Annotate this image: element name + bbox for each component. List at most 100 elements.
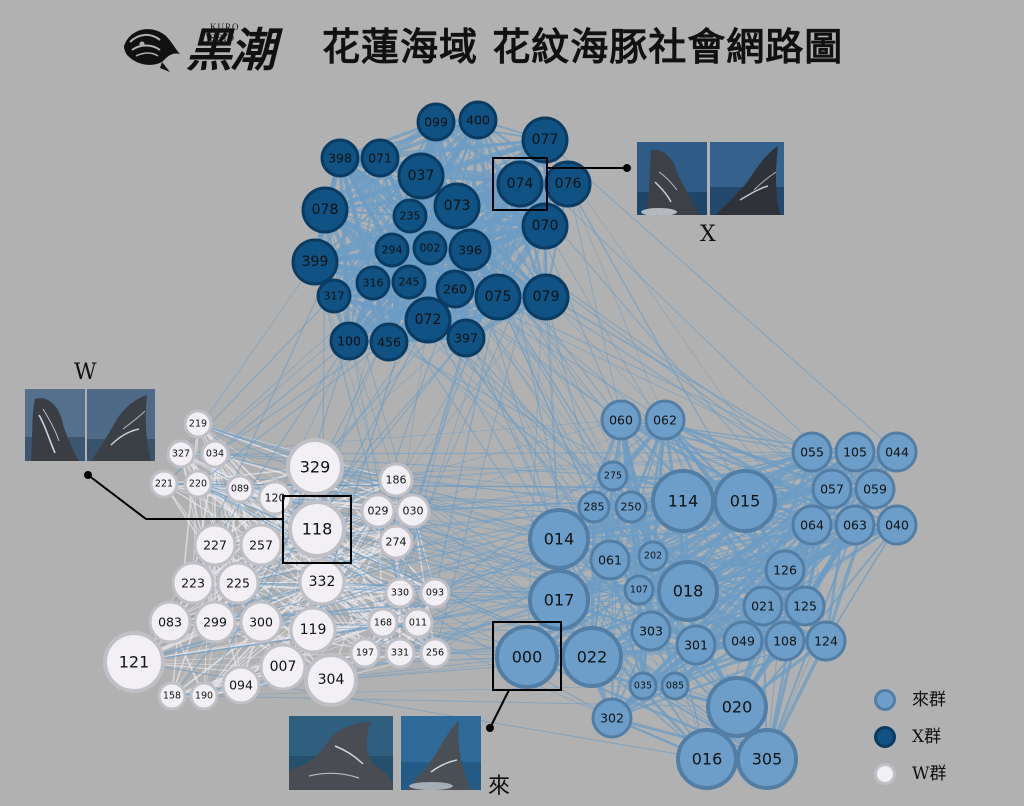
node-circle bbox=[448, 228, 492, 272]
node-227: 227 bbox=[193, 523, 237, 567]
node-circle bbox=[402, 607, 434, 639]
node-label: 017 bbox=[544, 591, 575, 610]
node-label: 002 bbox=[420, 242, 441, 255]
node-circle bbox=[259, 643, 307, 691]
node-label: 105 bbox=[843, 445, 867, 460]
node-073: 073 bbox=[433, 182, 481, 230]
node-circle bbox=[239, 523, 283, 567]
node-circle bbox=[637, 540, 669, 572]
node-circle bbox=[660, 671, 690, 701]
node-circle bbox=[316, 278, 352, 314]
node-label: 083 bbox=[158, 615, 182, 630]
node-circle bbox=[392, 198, 428, 234]
w-fin-photo-2 bbox=[87, 389, 155, 461]
node-circle bbox=[435, 269, 475, 309]
network-edge bbox=[214, 475, 614, 623]
network-edge bbox=[364, 183, 569, 654]
node-121: 121 bbox=[103, 631, 165, 693]
node-label: 257 bbox=[249, 538, 273, 553]
node-label: 021 bbox=[751, 599, 775, 614]
node-070: 070 bbox=[521, 202, 569, 250]
node-label: 302 bbox=[600, 711, 624, 726]
network-edge bbox=[427, 319, 644, 687]
legend-label-x: X群 bbox=[912, 727, 942, 747]
legend-swatch-x bbox=[874, 726, 896, 748]
node-circle bbox=[591, 697, 633, 739]
header: 黑潮 KURO SHIO 花蓮海域 花紋海豚社會網路圖 bbox=[0, 0, 1024, 92]
node-059: 059 bbox=[854, 468, 896, 510]
node-circle bbox=[374, 232, 410, 268]
node-circle bbox=[171, 561, 215, 605]
node-label: 079 bbox=[533, 289, 560, 305]
node-114: 114 bbox=[651, 469, 715, 533]
node-circle bbox=[183, 409, 213, 439]
network-edge bbox=[180, 419, 622, 455]
node-label: 305 bbox=[752, 750, 783, 769]
node-circle bbox=[384, 577, 416, 609]
node-017: 017 bbox=[528, 569, 590, 631]
highlight-box-lai bbox=[492, 621, 562, 691]
node-332: 332 bbox=[298, 558, 346, 606]
node-072: 072 bbox=[404, 296, 452, 344]
whale-logo-icon bbox=[124, 29, 180, 72]
network-edge bbox=[825, 524, 898, 642]
node-label: 456 bbox=[377, 335, 401, 350]
node-circle bbox=[528, 508, 590, 570]
node-circle bbox=[367, 607, 399, 639]
node-011: 011 bbox=[402, 607, 434, 639]
network-edge bbox=[454, 288, 689, 592]
node-label: 294 bbox=[382, 244, 403, 257]
node-label: 256 bbox=[426, 648, 444, 659]
network-edge bbox=[544, 139, 813, 526]
node-circle bbox=[157, 681, 187, 711]
callout-line-lai bbox=[489, 689, 510, 729]
legend-item-w: W群 bbox=[872, 761, 1012, 791]
node-circle bbox=[189, 681, 219, 711]
node-119: 119 bbox=[289, 606, 337, 654]
node-label: 075 bbox=[485, 289, 512, 305]
node-circle bbox=[225, 474, 255, 504]
node-circle bbox=[378, 524, 414, 560]
node-circle bbox=[183, 469, 213, 499]
node-079: 079 bbox=[522, 273, 570, 321]
node-circle bbox=[522, 273, 570, 321]
node-126: 126 bbox=[764, 549, 806, 591]
node-circle bbox=[221, 665, 261, 705]
node-circle bbox=[193, 523, 237, 567]
node-circle bbox=[103, 631, 165, 693]
legend-item-lai: 來群 bbox=[872, 687, 1012, 717]
node-label: 018 bbox=[673, 582, 704, 601]
node-label: 250 bbox=[621, 501, 642, 514]
node-circle bbox=[577, 490, 611, 524]
node-circle bbox=[834, 431, 876, 473]
node-circle bbox=[791, 431, 833, 473]
node-105: 105 bbox=[834, 431, 876, 473]
node-057: 057 bbox=[811, 468, 853, 510]
node-label: 011 bbox=[409, 618, 427, 629]
node-075: 075 bbox=[474, 273, 522, 321]
node-275: 275 bbox=[597, 460, 629, 492]
node-397: 397 bbox=[446, 318, 486, 358]
node-294: 294 bbox=[374, 232, 410, 268]
node-274: 274 bbox=[378, 524, 414, 560]
node-label: 015 bbox=[730, 492, 761, 511]
node-089: 089 bbox=[225, 474, 255, 504]
node-label: 304 bbox=[318, 672, 345, 688]
node-040: 040 bbox=[876, 504, 918, 546]
node-label: 197 bbox=[356, 648, 374, 659]
node-158: 158 bbox=[157, 681, 187, 711]
callout-dot-x bbox=[623, 164, 631, 172]
node-456: 456 bbox=[369, 322, 409, 362]
network-edge bbox=[321, 296, 547, 583]
logo-brand-text: 黑潮 bbox=[186, 23, 276, 77]
node-circle bbox=[644, 399, 686, 441]
node-317: 317 bbox=[316, 278, 352, 314]
node-circle bbox=[416, 102, 456, 142]
w-group-letter: W bbox=[74, 360, 97, 385]
node-label: 073 bbox=[444, 198, 471, 214]
lai-fin-photo-1 bbox=[289, 716, 393, 790]
node-034: 034 bbox=[200, 439, 230, 469]
node-circle bbox=[391, 264, 427, 300]
node-014: 014 bbox=[528, 508, 590, 570]
node-label: 300 bbox=[249, 615, 273, 630]
